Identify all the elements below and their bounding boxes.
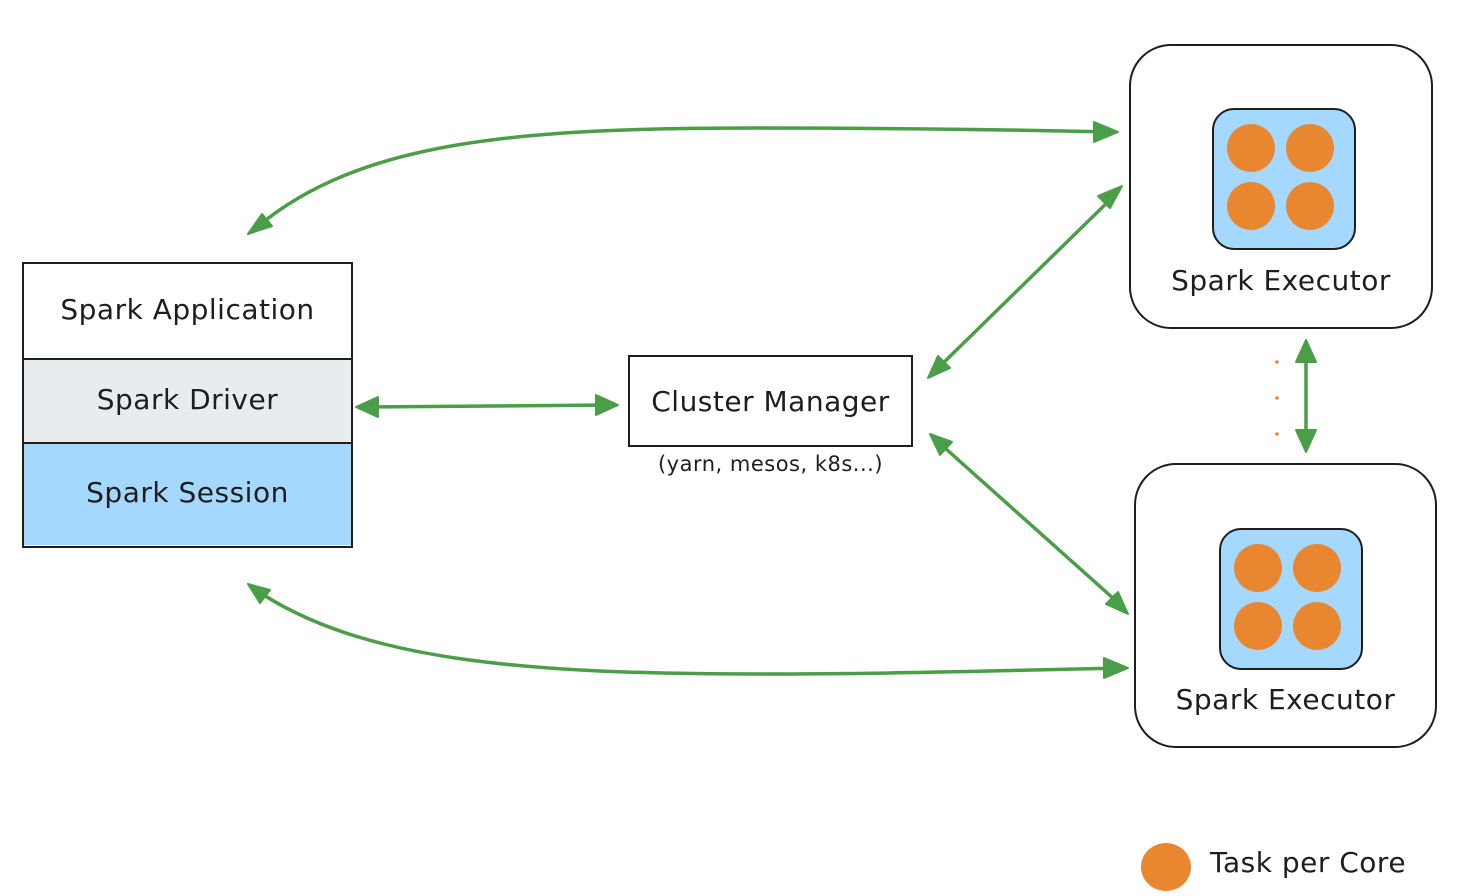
arrow-driver-to-cluster xyxy=(358,403,614,409)
spark-driver-box: Spark Driver xyxy=(24,360,351,444)
spark-executor-label: Spark Executor xyxy=(1171,264,1391,297)
arrowhead-exec-bottom xyxy=(1295,429,1317,453)
arrow-cluster-to-executor-1 xyxy=(932,190,1120,374)
legend-task-icon xyxy=(1141,843,1191,891)
arrowhead-cluster-exec2-right xyxy=(1105,591,1129,615)
arrowhead-cluster-exec2-left xyxy=(929,433,953,456)
ellipsis-dot xyxy=(1275,360,1279,364)
arrowhead-cluster-exec1-left xyxy=(927,355,951,379)
ellipsis-dot xyxy=(1275,432,1279,436)
spark-session-label: Spark Session xyxy=(86,476,289,509)
arrow-cluster-to-executor-2 xyxy=(934,438,1126,610)
core-group xyxy=(1219,528,1363,670)
core-task-icon xyxy=(1234,602,1282,650)
spark-executor-box: Spark Executor xyxy=(1134,463,1437,748)
arrowhead-top-right xyxy=(1093,121,1119,143)
arrowhead-bottom-right xyxy=(1103,657,1129,679)
arrowhead-bottom-left xyxy=(247,583,271,604)
arrowhead-exec-top xyxy=(1295,339,1317,363)
spark-application-box: Spark Application xyxy=(24,264,351,360)
spark-session-box: Spark Session xyxy=(24,444,351,545)
spark-application-stack: Spark Application Spark Driver Spark Ses… xyxy=(22,262,353,548)
spark-executor-label: Spark Executor xyxy=(1175,683,1396,716)
core-task-icon xyxy=(1293,602,1341,650)
core-task-icon xyxy=(1227,124,1275,172)
spark-application-label: Spark Application xyxy=(60,292,315,326)
arrowhead-top-left xyxy=(247,213,273,235)
core-task-icon xyxy=(1286,124,1334,172)
cluster-manager-box: Cluster Manager xyxy=(628,355,913,447)
legend-label: Task per Core xyxy=(1210,846,1407,879)
arrowhead-cluster-right xyxy=(595,394,619,416)
spark-driver-label: Spark Driver xyxy=(96,382,279,416)
core-group xyxy=(1212,108,1356,250)
cluster-manager-label: Cluster Manager xyxy=(651,384,890,418)
core-task-icon xyxy=(1234,544,1282,592)
spark-executor-box: Spark Executor xyxy=(1129,44,1433,329)
arrow-app-to-executor-1 xyxy=(254,126,1114,230)
arrowhead-driver-left xyxy=(355,396,379,418)
core-task-icon xyxy=(1293,544,1341,592)
ellipsis-dot xyxy=(1275,396,1279,400)
arrow-app-to-executor-2 xyxy=(254,588,1126,676)
core-task-icon xyxy=(1227,182,1275,230)
arrowhead-cluster-exec1-right xyxy=(1097,185,1123,209)
cluster-manager-note: (yarn, mesos, k8s...) xyxy=(657,452,884,476)
core-task-icon xyxy=(1286,182,1334,230)
